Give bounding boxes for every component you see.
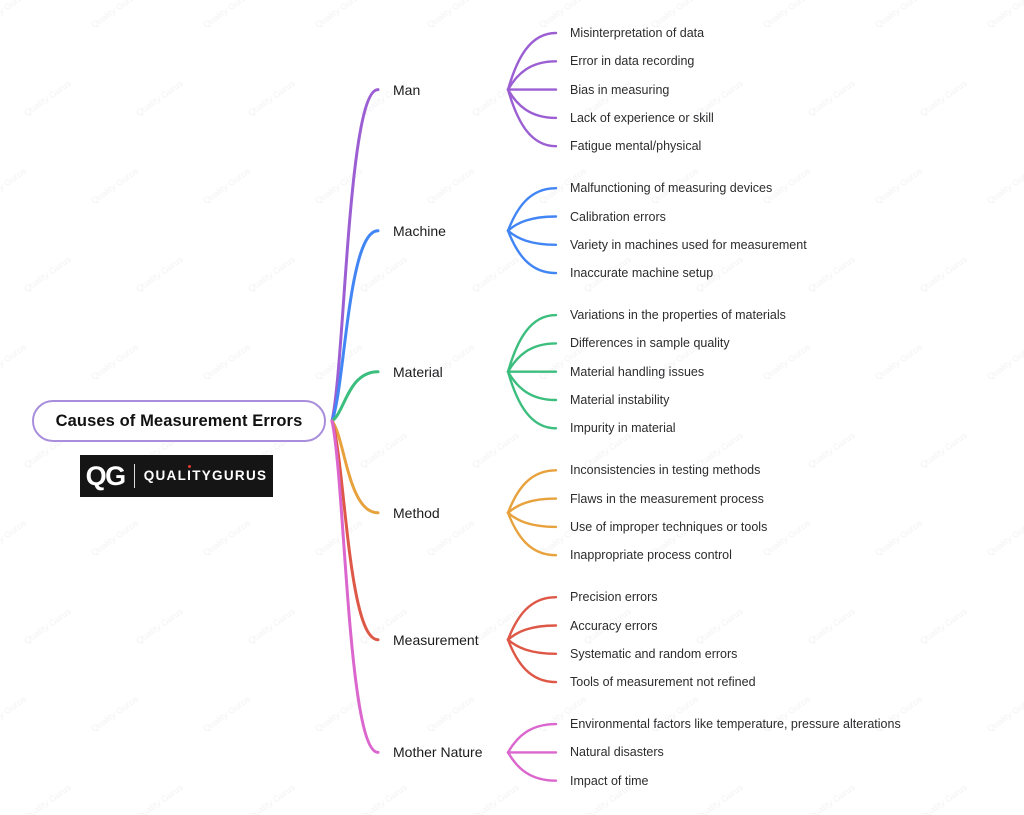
branch-item-label[interactable]: Error in data recording xyxy=(570,54,695,69)
fan-curve-measurement-1 xyxy=(506,624,558,641)
logo-monogram: QG xyxy=(85,460,127,491)
branch-item-label[interactable]: Variations in the properties of material… xyxy=(570,308,786,323)
branch-label-man[interactable]: Man xyxy=(393,81,421,98)
fan-curve-man-1 xyxy=(506,60,558,91)
logo-wordmark-prefix: QUAL xyxy=(143,468,188,484)
branch-label-mother-nature[interactable]: Mother Nature xyxy=(393,744,483,761)
fan-curve-method-2 xyxy=(506,511,558,529)
branch-item-label[interactable]: Material instability xyxy=(570,393,670,407)
fan-curve-material-1 xyxy=(506,342,558,373)
branch-curve-man xyxy=(330,88,380,423)
fan-curve-man-4 xyxy=(506,88,558,148)
branch-item-label[interactable]: Calibration errors xyxy=(570,209,666,224)
branch-item-label[interactable]: Variety in machines used for measurement xyxy=(570,237,807,252)
branch-item-label[interactable]: Fatigue mental/physical xyxy=(570,139,702,154)
branch-item-label[interactable]: Impurity in material xyxy=(570,421,676,436)
branch-curve-method xyxy=(330,419,380,515)
branch-item-label[interactable]: Impact of time xyxy=(570,773,649,788)
branch-label-measurement[interactable]: Measurement xyxy=(393,631,479,648)
branch-item-label[interactable]: Bias in measuring xyxy=(570,82,670,97)
branch-item-label[interactable]: Systematic and random errors xyxy=(570,646,738,661)
fan-curve-man-0 xyxy=(506,31,558,91)
branch-label-method[interactable]: Method xyxy=(393,504,440,521)
fan-curve-material-0 xyxy=(506,313,558,373)
fan-curve-measurement-3 xyxy=(506,638,558,684)
fan-curve-mother-nature-0 xyxy=(506,722,558,754)
logo-wordmark-i: I xyxy=(187,465,193,484)
branch-item-label[interactable]: Misinterpretation of data xyxy=(570,26,705,40)
fan-curve-man-3 xyxy=(506,88,558,120)
branch-item-label[interactable]: Natural disasters xyxy=(570,745,664,760)
branch-item-label[interactable]: Use of improper techniques or tools xyxy=(570,519,768,534)
fan-curve-material-4 xyxy=(506,370,558,430)
branch-label-machine[interactable]: Machine xyxy=(393,222,446,239)
fan-curve-machine-3 xyxy=(506,229,558,275)
branch-curve-measurement xyxy=(330,419,380,642)
branch-curve-machine xyxy=(330,229,380,423)
root-label: Causes of Measurement Errors xyxy=(55,411,303,430)
branch-item-label[interactable]: Flaws in the measurement process xyxy=(570,491,764,506)
branch-curve-mother-nature xyxy=(330,419,380,754)
logo-wordmark-suffix: TYGURUS xyxy=(192,468,268,484)
branch-item-label[interactable]: Precision errors xyxy=(570,590,658,605)
branch-item-label[interactable]: Lack of experience or skill xyxy=(570,110,714,125)
branch-curve-material xyxy=(330,370,380,423)
branch-label-material[interactable]: Material xyxy=(393,363,443,380)
fan-curve-machine-1 xyxy=(506,215,558,232)
fan-curve-mother-nature-2 xyxy=(506,751,558,782)
branch-item-label[interactable]: Environmental factors like temperature, … xyxy=(570,717,901,732)
branch-item-label[interactable]: Inconsistencies in testing methods xyxy=(570,463,761,478)
root-node[interactable]: Causes of Measurement Errors xyxy=(32,400,326,442)
branch-item-label[interactable]: Differences in sample quality xyxy=(570,336,730,351)
fan-curve-measurement-2 xyxy=(506,638,558,655)
fan-curve-material-3 xyxy=(506,370,558,402)
branch-item-label[interactable]: Inappropriate process control xyxy=(570,548,732,563)
logo-divider xyxy=(133,464,135,488)
fan-curve-method-0 xyxy=(506,469,558,514)
fan-curve-machine-0 xyxy=(506,187,558,232)
fan-curve-machine-2 xyxy=(506,229,558,246)
branch-item-label[interactable]: Accuracy errors xyxy=(570,618,658,633)
fan-curve-method-1 xyxy=(506,497,558,514)
fan-curve-method-3 xyxy=(506,511,558,557)
branch-item-label[interactable]: Tools of measurement not refined xyxy=(570,675,756,690)
branch-item-label[interactable]: Malfunctioning of measuring devices xyxy=(570,181,773,196)
branch-item-label[interactable]: Inaccurate machine setup xyxy=(570,266,714,281)
fan-curve-measurement-0 xyxy=(506,596,558,641)
branch-item-label[interactable]: Material handling issues xyxy=(570,364,705,379)
